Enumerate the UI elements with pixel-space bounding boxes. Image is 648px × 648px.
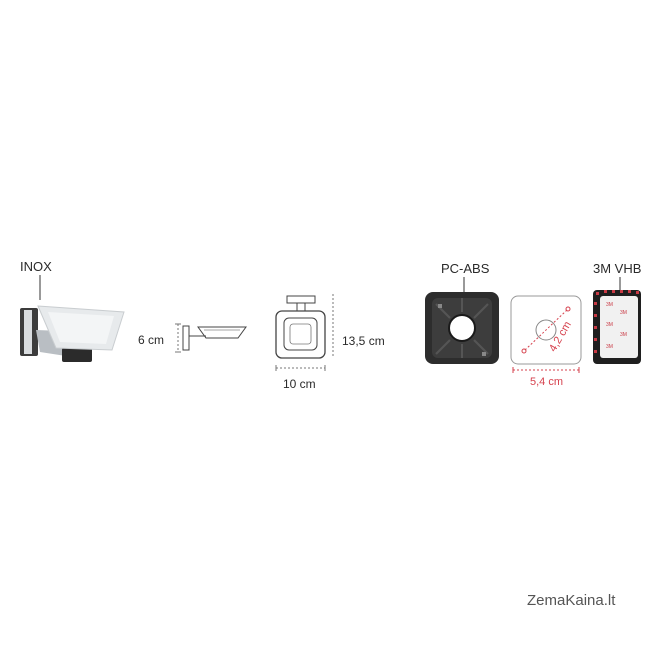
svg-text:3M: 3M bbox=[606, 322, 613, 328]
svg-text:3M: 3M bbox=[606, 344, 613, 350]
svg-text:3M: 3M bbox=[606, 302, 613, 308]
svg-text:3M: 3M bbox=[620, 310, 627, 316]
plate-width-label: 5,4 cm bbox=[530, 376, 564, 388]
watermark-text: ZemaKaina.lt bbox=[527, 592, 616, 609]
svg-text:3M: 3M bbox=[620, 332, 627, 338]
material-label: INOX bbox=[20, 259, 52, 274]
front-width-label: 10 cm bbox=[283, 377, 316, 391]
side-height-label: 6 cm bbox=[138, 333, 165, 347]
front-height-label: 13,5 cm bbox=[342, 334, 385, 348]
adhesive-label: 3M VHB bbox=[593, 261, 642, 276]
base-material-label: PC-ABS bbox=[441, 261, 490, 276]
